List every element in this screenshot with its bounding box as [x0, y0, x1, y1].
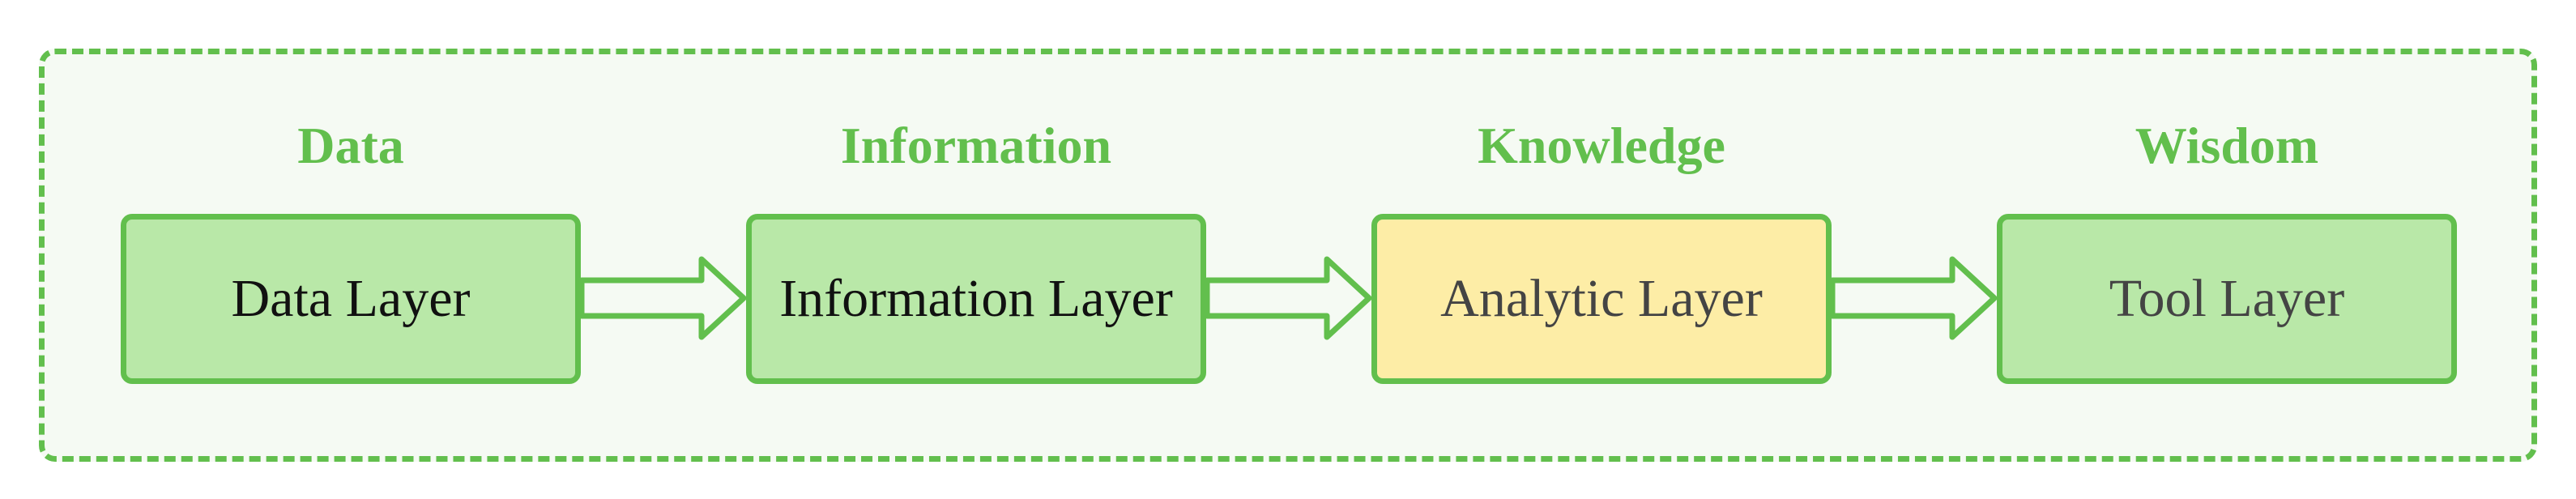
analytic-layer-box: Analytic Layer — [1371, 214, 1832, 384]
stage-title-wisdom: Wisdom — [2135, 117, 2319, 174]
arrow-information-to-knowledge — [1204, 256, 1372, 340]
tool-layer-box: Tool Layer — [1997, 214, 2457, 384]
tool-layer-label: Tool Layer — [2109, 269, 2345, 328]
information-layer-label: Information Layer — [779, 269, 1173, 328]
stage-title-knowledge: Knowledge — [1478, 117, 1725, 174]
data-layer-box: Data Layer — [121, 214, 581, 384]
arrow-knowledge-to-wisdom — [1829, 256, 1998, 340]
analytic-layer-label: Analytic Layer — [1440, 269, 1763, 328]
information-layer-box: Information Layer — [746, 214, 1206, 384]
data-layer-label: Data Layer — [231, 269, 471, 328]
arrow-data-to-information — [578, 256, 747, 340]
stage-title-data: Data — [297, 117, 404, 174]
stage-title-information: Information — [840, 117, 1112, 174]
